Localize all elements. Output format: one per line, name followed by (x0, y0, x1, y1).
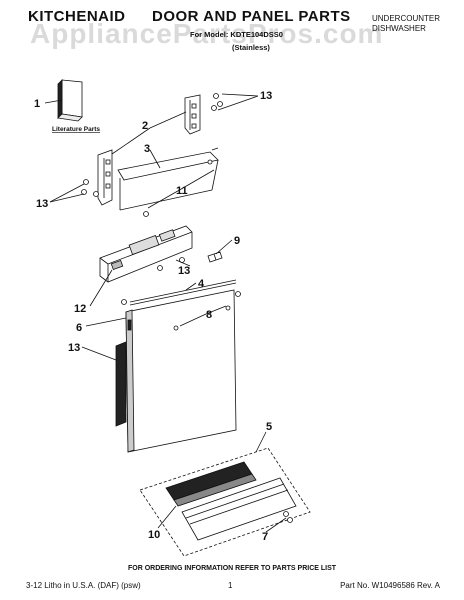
callout-13-lower: 13 (68, 342, 80, 354)
ordering-note: FOR ORDERING INFORMATION REFER TO PARTS … (127, 565, 337, 572)
literature-parts-label: Literature Parts (52, 126, 100, 133)
callout-6: 6 (76, 322, 82, 334)
model-line: For Model: KDTE104DSS0 (190, 30, 283, 39)
callout-7: 7 (262, 531, 268, 543)
page-title: DOOR AND PANEL PARTS (152, 8, 351, 25)
outer-door-panel (125, 289, 237, 453)
callout-2: 2 (142, 120, 148, 132)
upper-right-hinge-bracket (184, 93, 223, 135)
lower-trim-group (139, 447, 311, 557)
page-number: 1 (228, 581, 233, 590)
callout-13-upper: 13 (260, 90, 272, 102)
callout-10: 10 (148, 529, 160, 541)
callout-12: 12 (74, 303, 86, 315)
category-line-1: UNDERCOUNTER (372, 14, 440, 23)
control-panel-assembly (99, 225, 193, 283)
variant-label: (Stainless) (232, 43, 270, 52)
callout-leaders (44, 93, 287, 533)
callout-1: 1 (34, 98, 40, 110)
toe-kick-strip (117, 147, 219, 211)
callout-13-middle: 13 (178, 265, 190, 277)
print-info: 3-12 Litho in U.S.A. (DAF) (psw) (26, 581, 141, 590)
callout-13-left: 13 (36, 198, 48, 210)
category-line-2: DISHWASHER (372, 24, 426, 33)
callout-5: 5 (266, 421, 272, 433)
door-gasket-strip (121, 279, 241, 306)
callout-9: 9 (234, 235, 240, 247)
product-category: UNDERCOUNTER DISHWASHER (372, 14, 440, 34)
brand-name: KITCHENAID (28, 8, 126, 25)
part-number: Part No. W10496586 Rev. A (340, 581, 440, 590)
literature-booklet (57, 79, 83, 122)
left-hinge-bracket (81, 149, 213, 217)
callout-8: 8 (206, 309, 212, 321)
callout-4: 4 (198, 278, 205, 290)
latch-bracket (207, 251, 223, 263)
callout-11: 11 (176, 185, 188, 197)
side-insulation-strip (115, 341, 127, 427)
callout-3: 3 (144, 143, 150, 155)
